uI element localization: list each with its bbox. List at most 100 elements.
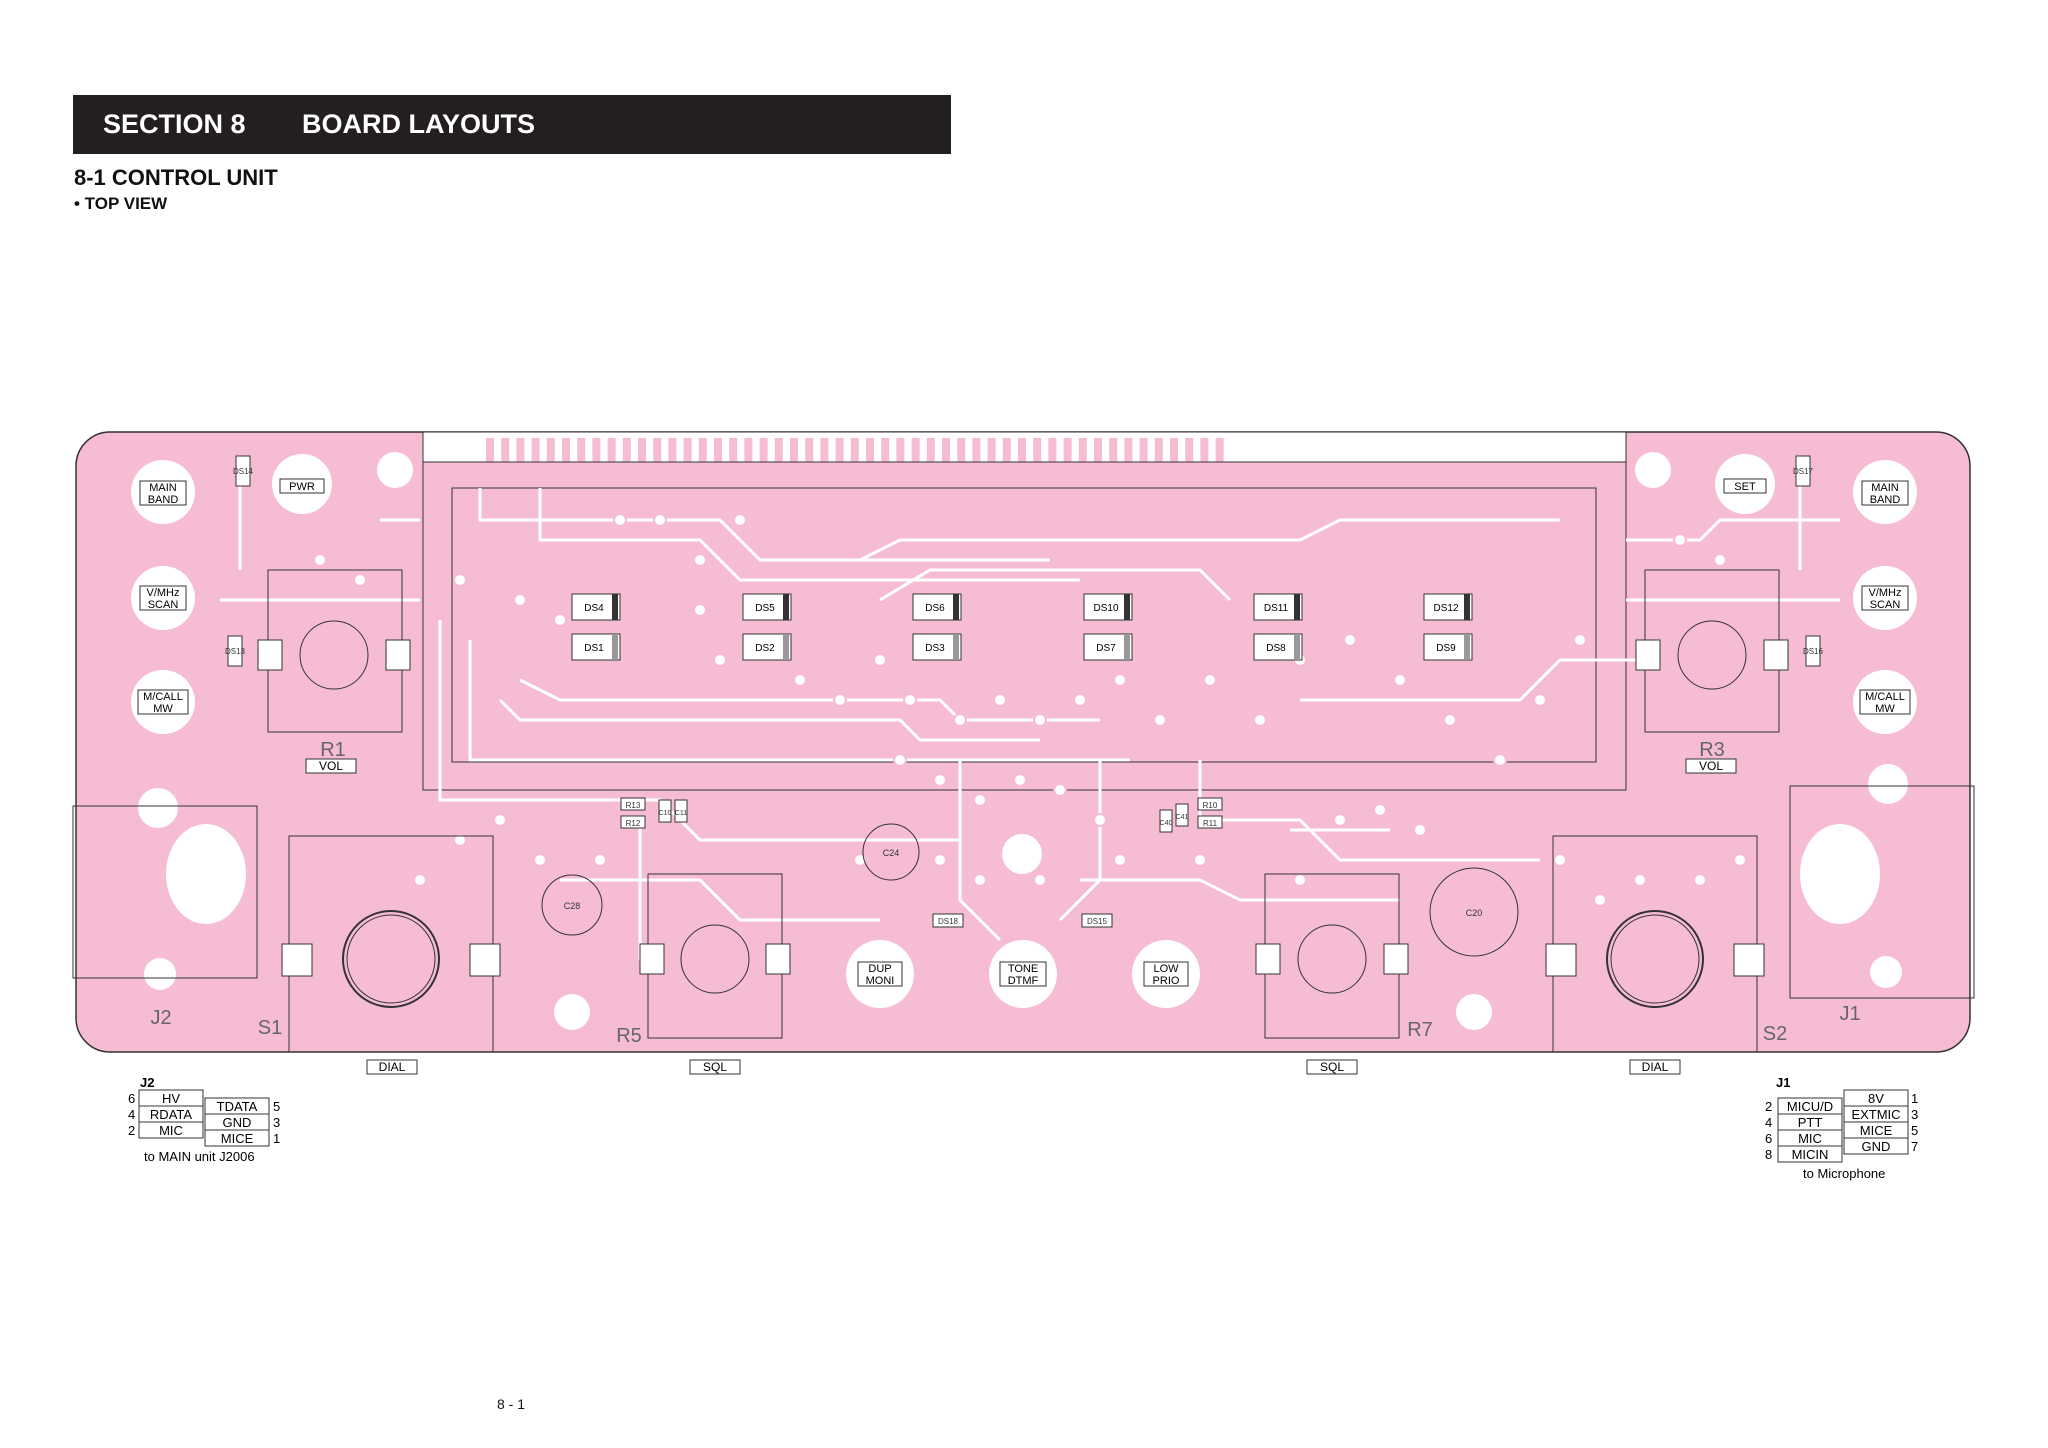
via [1533, 693, 1547, 707]
sql-pot-r5 [639, 873, 791, 1039]
via [1673, 533, 1687, 547]
led-label-bottom: DS7 [1096, 643, 1116, 654]
lcd-pin [1063, 438, 1072, 474]
via [1593, 893, 1607, 907]
via [713, 653, 727, 667]
via [833, 693, 847, 707]
via [533, 853, 547, 867]
lcd-pin [531, 438, 540, 474]
label-vol-right: VOL [1699, 759, 1723, 773]
via [933, 773, 947, 787]
via [973, 873, 987, 887]
via [693, 603, 707, 617]
ref-r7: R7 [1407, 1019, 1433, 1041]
lcd-pin [972, 438, 981, 474]
led-pad-top: DS5 [742, 593, 792, 621]
led-pad-bottom: DS3 [912, 633, 962, 661]
lcd-pin [896, 438, 905, 474]
j2-left-name-1: RDATA [150, 1107, 192, 1122]
lcd-pin [638, 438, 646, 474]
button-set-label: SET [1734, 481, 1756, 493]
j2-left-num-1: 4 [128, 1107, 135, 1122]
led-pad-bottom: DS2 [742, 633, 792, 661]
ref-c20: C20 [1466, 908, 1483, 918]
via [693, 553, 707, 567]
lcd-pin [790, 438, 798, 474]
ref-c24: C24 [883, 848, 900, 858]
led-pad-top: DS11 [1253, 593, 1303, 621]
lcd-pin [1048, 438, 1057, 474]
lcd-pin [668, 438, 677, 474]
jack-j1 [1789, 785, 1975, 999]
led-pad-bottom: DS8 [1253, 633, 1303, 661]
dial-encoder-s2 [1545, 835, 1765, 1053]
ref-r5: R5 [616, 1025, 642, 1047]
lcd-pin [942, 438, 950, 474]
led-label-bottom: DS9 [1436, 643, 1456, 654]
led-pad-bottom: DS9 [1423, 633, 1473, 661]
button-main-band-left-l2: BAND [148, 494, 179, 506]
lcd-pin [516, 438, 525, 474]
lcd-pin [1215, 438, 1224, 474]
via [1553, 853, 1567, 867]
lcd-pin [698, 438, 707, 474]
led-pad-top: DS4 [571, 593, 621, 621]
via [793, 673, 807, 687]
sql-pot-r7 [1255, 873, 1409, 1039]
lcd-window [451, 487, 1597, 763]
button-mcall-mw-left-l2: MW [153, 703, 173, 715]
lcd-pin [744, 438, 753, 474]
j1-left-num-3: 8 [1765, 1147, 1772, 1162]
j2-right-num-0: 5 [273, 1099, 280, 1114]
label-sql-right: SQL [1320, 1060, 1344, 1074]
j1-left-name-0: MICU/D [1787, 1099, 1833, 1114]
lcd-pin [1154, 438, 1163, 474]
button-pwr-label: PWR [289, 481, 315, 493]
lcd-pin [501, 438, 510, 474]
ref-j2: J2 [150, 1007, 171, 1029]
lcd-pin [1094, 438, 1102, 474]
via [1333, 813, 1347, 827]
via [413, 873, 427, 887]
lcd-area-frame [422, 461, 1627, 791]
led-pad-top: DS10 [1083, 593, 1133, 621]
led-label-top: DS11 [1264, 603, 1289, 614]
lcd-pin [592, 438, 601, 474]
via [1343, 633, 1357, 647]
button-vmhz-scan-right-l2: SCAN [1870, 599, 1901, 611]
via [553, 613, 567, 627]
j1-left-num-0: 2 [1765, 1099, 1772, 1114]
via [453, 833, 467, 847]
capacitor-c28 [541, 874, 603, 936]
via [1253, 713, 1267, 727]
j1-right-name-2: MICE [1860, 1123, 1893, 1138]
j1-pinout: J1 2 MICU/D 4 PTT 6 MIC 8 MICIN 8V 1 EXT… [1765, 1075, 1918, 1181]
led-label-top: DS4 [584, 603, 604, 614]
button-low-prio-l1: LOW [1153, 963, 1179, 975]
lcd-pin [562, 438, 570, 474]
j2-left-num-2: 2 [128, 1123, 135, 1138]
lcd-pin [1109, 438, 1118, 474]
via [1073, 693, 1087, 707]
lcd-pin [546, 438, 555, 474]
ref-c28: C28 [564, 901, 581, 911]
via [1713, 553, 1727, 567]
j1-left-name-3: MICIN [1792, 1147, 1829, 1162]
ref-c40: C40 [1160, 820, 1173, 827]
led-pad-top: DS6 [912, 593, 962, 621]
label-dial-left: DIAL [379, 1060, 406, 1074]
right-vol-pot [1635, 569, 1789, 733]
j2-left-name-0: HV [162, 1091, 180, 1106]
led-pad-bottom: DS7 [1083, 633, 1133, 661]
j1-left-name-1: PTT [1798, 1115, 1823, 1130]
lcd-pin [850, 438, 859, 474]
lcd-pin [1002, 438, 1011, 474]
via [953, 713, 967, 727]
via [593, 853, 607, 867]
button-low-prio-l2: PRIO [1153, 975, 1180, 987]
j1-left-name-2: MIC [1798, 1131, 1822, 1146]
j1-right-name-3: GND [1862, 1139, 1891, 1154]
via [1033, 873, 1047, 887]
via [1373, 803, 1387, 817]
j2-caption: to MAIN unit J2006 [144, 1149, 255, 1164]
